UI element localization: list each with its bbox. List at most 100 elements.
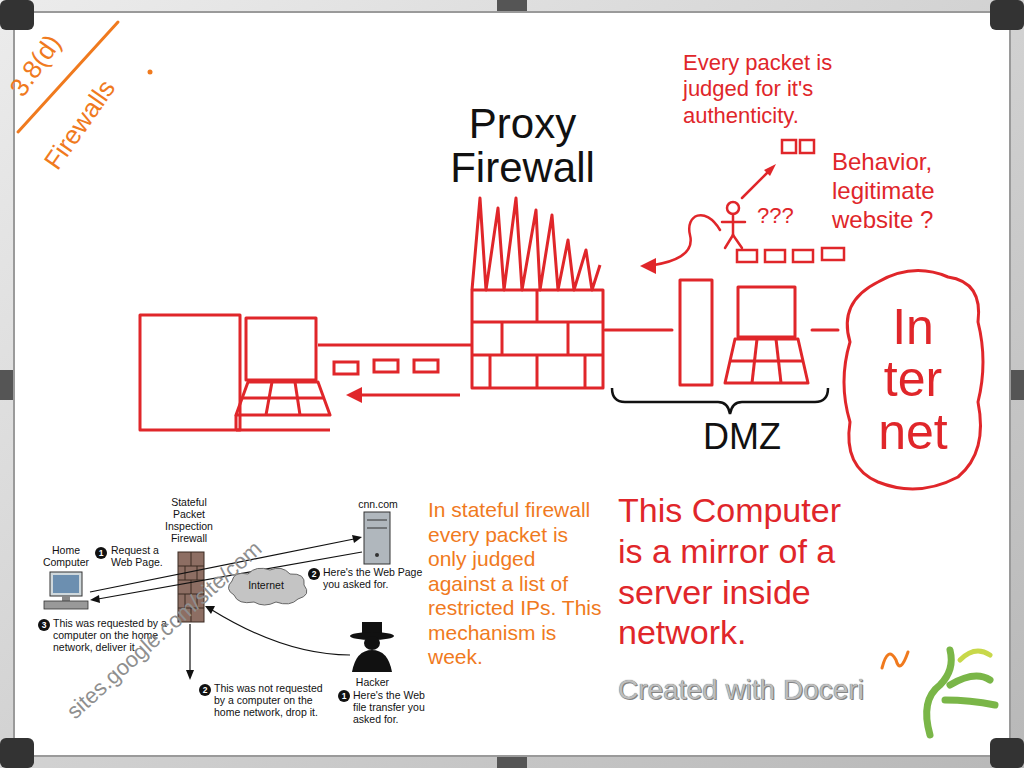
packet-squares	[334, 362, 358, 374]
whiteboard-frame	[990, 738, 1024, 768]
node-label: Internet	[228, 580, 304, 591]
firewall-icon	[191, 552, 192, 566]
question-marks: ???	[757, 203, 794, 228]
node-label: In ter net	[860, 301, 966, 459]
brick-line	[584, 355, 587, 388]
server-icon	[367, 520, 387, 521]
home-computer	[236, 429, 330, 432]
doceri-logo	[882, 650, 995, 735]
callout-number: 3	[38, 619, 50, 631]
packet-inspector-figure	[732, 214, 735, 235]
packet-inspector-figure	[765, 250, 785, 262]
link-line	[318, 344, 472, 347]
node-label: Proxy Firewall	[444, 102, 601, 190]
proxy-firewall: Proxy Firewall	[440, 100, 605, 390]
inset-arrows	[186, 670, 194, 680]
inset-arrows	[352, 535, 362, 543]
handwritten-note: In stateful firewall every packet is onl…	[428, 498, 608, 670]
server-icon	[364, 512, 390, 564]
doceri-logo	[882, 652, 908, 668]
link-line	[318, 344, 472, 347]
whiteboard-frame	[13, 11, 1011, 757]
brick-wall	[472, 290, 603, 388]
home-computer	[242, 397, 324, 400]
inset-label: Request a Web Page.	[111, 544, 183, 568]
brick-line	[536, 355, 539, 388]
node-label: DMZ	[676, 418, 808, 456]
inset-label: This was not requested by a computer on …	[214, 682, 332, 718]
server-icon	[375, 553, 379, 557]
dmz-bracket	[612, 388, 828, 414]
whiteboard-frame	[497, 757, 527, 768]
inbound-arrow	[358, 394, 460, 397]
packet-inspector-figure	[764, 164, 776, 176]
whiteboard-frame	[1011, 370, 1024, 400]
whiteboard-frame	[0, 738, 34, 768]
packet-inspector-figure	[722, 221, 745, 224]
inset-arrows	[212, 610, 350, 655]
callout-number: 1	[95, 547, 107, 559]
server-icon	[364, 512, 390, 564]
callout-number: 2	[308, 568, 320, 580]
inset-label: Stateful Packet Inspection Firewall	[158, 496, 220, 544]
computer-keyboard	[725, 339, 808, 383]
home-computer	[140, 315, 240, 430]
brick-line	[567, 322, 570, 355]
inset-arrows	[189, 624, 190, 672]
packet-inspector-figure	[727, 202, 739, 214]
callout-number: 2	[199, 684, 211, 696]
internet-cloud: In ter net	[838, 262, 988, 497]
whiteboard-frame	[0, 370, 13, 400]
hacker-icon	[364, 636, 380, 650]
section-number: 3.8(d)	[4, 30, 67, 103]
home-computer-icon	[53, 575, 79, 593]
flame-zigzag	[472, 198, 600, 290]
whiteboard-frame	[497, 0, 527, 11]
firewall-icon	[197, 566, 198, 580]
section-title: Firewalls	[38, 74, 121, 175]
packet-inspector-figure	[782, 140, 796, 153]
inset-label: Here's the Web Page you asked for.	[323, 566, 423, 590]
keyboard-line	[776, 339, 781, 383]
whiteboard-frame	[15, 13, 1009, 755]
computer-tower	[680, 280, 712, 385]
dmz-computer-drawing	[680, 280, 808, 385]
inset-label: cnn.com	[352, 498, 404, 510]
computer-monitor	[738, 287, 795, 337]
home-computer-icon	[44, 601, 88, 609]
title-separator	[148, 70, 153, 75]
inset-label: Hacker	[345, 676, 400, 688]
packet-inspector-figure	[793, 250, 813, 262]
brick-line	[501, 322, 504, 355]
home-computer	[295, 382, 300, 415]
firewall-drawing	[472, 198, 603, 388]
inset-arrows	[90, 595, 100, 603]
handwritten-note: Every packet is judged for it's authenti…	[683, 50, 878, 129]
connector-line	[605, 329, 672, 332]
packet-squares	[414, 360, 438, 372]
packet-inspector-figure	[822, 248, 844, 260]
packet-inspector-figure	[800, 140, 814, 153]
home-computer	[266, 382, 272, 415]
home-computer-icon	[50, 572, 82, 596]
callout-number: 1	[338, 690, 350, 702]
hacker-icon	[352, 650, 392, 672]
packet-inspector-figure	[733, 235, 742, 248]
watermark: Created with Doceri	[618, 674, 864, 706]
home-computer-icon	[44, 572, 88, 609]
packet-inspector-figure	[742, 172, 768, 198]
handwritten-note: This Computer is a mirror of a server in…	[618, 490, 858, 653]
home-computer	[236, 382, 330, 415]
whiteboard-frame	[990, 0, 1024, 30]
server-icon	[367, 528, 387, 529]
inset-label: Home Computer	[38, 544, 94, 568]
hacker-icon	[350, 622, 394, 672]
dmz-bracket	[612, 388, 828, 414]
packet-inspector-figure	[725, 235, 733, 248]
home-computer-icon	[62, 596, 70, 601]
packet-inspector-figure	[654, 215, 720, 265]
whiteboard-frame	[0, 0, 34, 30]
home-computer	[235, 415, 238, 430]
